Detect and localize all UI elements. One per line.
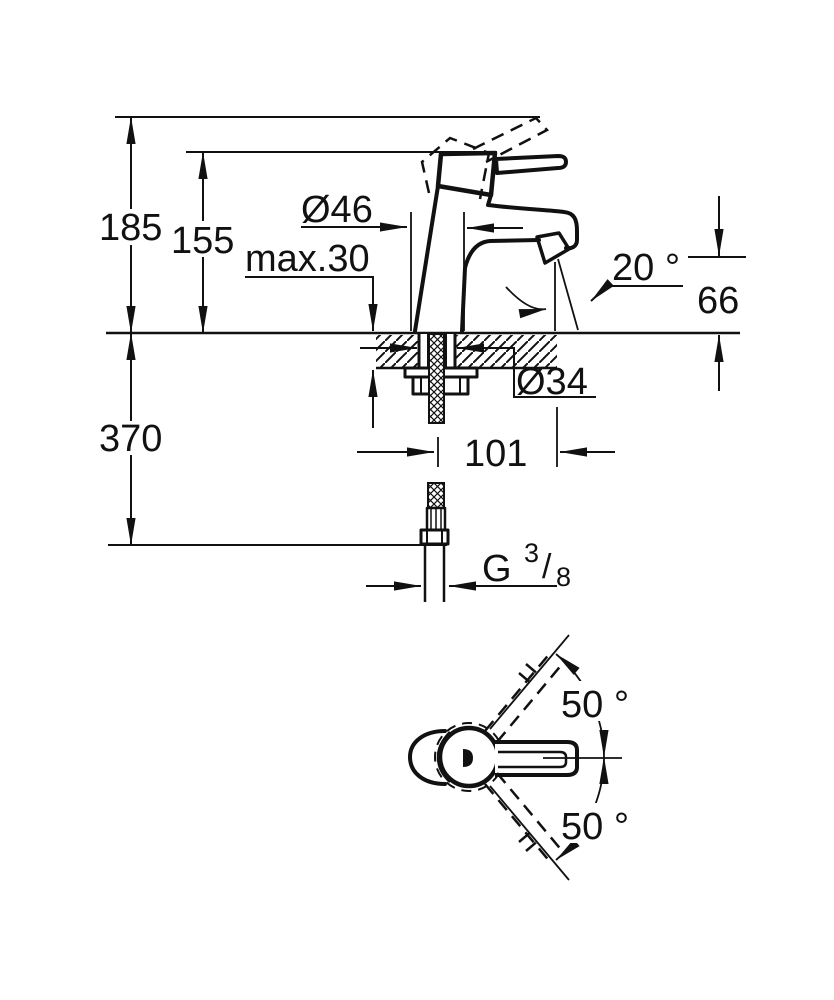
dim-50-lower-mask xyxy=(558,803,632,843)
dim-d46: Ø46 xyxy=(301,189,523,331)
water-stream-line xyxy=(557,258,579,331)
reference-lines xyxy=(108,116,540,546)
nut-facets xyxy=(420,377,461,394)
dim-d34: Ø34 xyxy=(360,343,596,403)
dim-370: 370 xyxy=(96,332,166,546)
dim-d34-leader xyxy=(456,343,596,398)
dim-label-20deg: 20 ° xyxy=(612,247,680,289)
dim-label-g: G xyxy=(482,548,512,590)
top-view: 50 ° 50 ° xyxy=(408,634,632,881)
spout-angle-arc xyxy=(505,286,547,319)
flexible-hose xyxy=(419,482,450,602)
dim-label-50-upper: 50 ° xyxy=(561,684,629,726)
dim-66: 66 xyxy=(688,196,746,391)
dim-20deg-leader xyxy=(590,279,683,302)
dim-20deg: 20 ° xyxy=(590,247,683,302)
ghost-lower-lines xyxy=(484,772,564,864)
dim-185: 185 xyxy=(96,116,172,334)
dim-label-370: 370 xyxy=(99,418,162,460)
countertop-section xyxy=(106,331,740,370)
lever-ghost-upper xyxy=(484,651,564,743)
dim-g38: G 3 / 8 xyxy=(366,538,571,592)
dim-50-upper-mask xyxy=(558,681,632,721)
dim-101-extensions xyxy=(437,407,558,467)
deck-hatch-left xyxy=(376,335,418,368)
dim-101: 101 xyxy=(357,407,615,475)
dim-label-66: 66 xyxy=(697,280,739,322)
lever-ghost-lower xyxy=(484,772,564,864)
hose-braid xyxy=(427,482,445,509)
body-fill xyxy=(415,153,577,331)
dim-label-101: 101 xyxy=(464,433,527,475)
cartridge-mark xyxy=(463,749,473,767)
handle-cap xyxy=(435,150,498,198)
hose-hex-nut xyxy=(419,528,450,546)
handle-lever xyxy=(494,154,568,175)
dim-50-upper: 50 ° xyxy=(489,634,632,758)
dim-label-155: 155 xyxy=(171,220,234,262)
dim-label-50-lower: 50 ° xyxy=(561,806,629,848)
dim-label-max30: max.30 xyxy=(245,238,370,280)
side-view: 185 155 370 Ø46 max.30 xyxy=(96,116,746,602)
spout-top-edge xyxy=(486,193,579,251)
ghost-cap xyxy=(420,136,491,200)
dim-d46-extensions xyxy=(410,212,465,331)
dim-max30-leader xyxy=(245,276,378,332)
dim-185-mask xyxy=(96,209,172,245)
spout-bottom-edge xyxy=(460,238,541,333)
faucet-body xyxy=(413,150,579,333)
dim-label-g-slash: / xyxy=(542,548,552,586)
dim-label-d46: Ø46 xyxy=(301,189,373,231)
connector-ribs xyxy=(430,508,442,530)
dim-155-mask xyxy=(168,221,244,257)
dim-370-mask xyxy=(96,421,166,455)
dim-155: 155 xyxy=(168,151,244,334)
spout-outline-top xyxy=(408,729,447,786)
aerator xyxy=(535,231,571,265)
dim-50-upper-leg xyxy=(489,634,570,730)
dim-label-185: 185 xyxy=(99,207,162,249)
ghost-upper-lines xyxy=(484,651,564,743)
dim-label-g-sup: 3 xyxy=(524,538,539,568)
dim-label-g-sub: 8 xyxy=(556,562,571,592)
dim-label-d34: Ø34 xyxy=(516,361,588,403)
mounting-assembly xyxy=(403,333,479,424)
threaded-rod xyxy=(428,333,445,424)
handle-raised-ghost xyxy=(420,116,550,200)
dim-50-lower-leg xyxy=(489,785,570,881)
shank-walls xyxy=(417,334,457,368)
hex-facets xyxy=(426,530,443,544)
body-left-edge xyxy=(413,184,440,333)
dim-50-lower: 50 ° xyxy=(489,756,632,881)
dim-max30: max.30 xyxy=(245,238,378,428)
hose-tube xyxy=(423,544,446,602)
